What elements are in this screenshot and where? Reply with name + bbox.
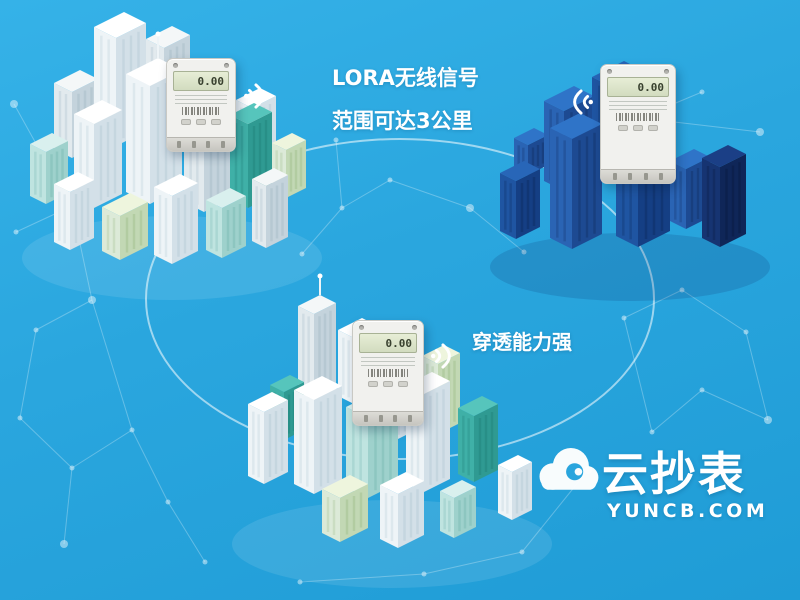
meter-screws <box>607 69 669 74</box>
meter-terminal-cover <box>167 137 235 151</box>
watermark-brand-text: 云抄表 <box>602 447 746 501</box>
meter-barcode <box>182 107 220 115</box>
watermark-domain-text: YUNCB.COM <box>607 500 769 522</box>
wireless-signal-icon <box>573 89 593 115</box>
wireless-signal-icon <box>431 343 451 369</box>
meter-terminal-cover <box>601 169 675 183</box>
meter-screws <box>173 63 229 68</box>
lora-range-label: LORA无线信号 范围可达3公里 <box>332 62 479 148</box>
meter-label-lines <box>361 357 415 366</box>
meter-label-lines <box>609 101 667 110</box>
penetration-label: 穿透能力强 <box>472 330 572 354</box>
meter-lcd: 0.00 <box>607 77 669 97</box>
lora-range-line1: LORA无线信号 <box>332 66 479 90</box>
meter-lcd: 0.00 <box>173 71 229 91</box>
meter-display: 0.00 <box>197 74 225 88</box>
lora-range-line2: 范围可达3公里 <box>332 109 473 133</box>
meter-lcd: 0.00 <box>359 333 417 353</box>
meter-display: 0.00 <box>637 80 665 94</box>
meter-barcode <box>616 113 660 121</box>
smart-meter-2: 0.00 <box>600 64 676 184</box>
coverage-range-circle <box>145 138 655 460</box>
wireless-signal-icon <box>244 83 264 109</box>
meter-display: 0.00 <box>385 336 413 350</box>
meter-terminal-cover <box>353 411 423 425</box>
smart-meter-3: 0.00 <box>352 320 424 426</box>
meter-label-lines <box>175 95 227 104</box>
meter-buttons <box>173 119 229 125</box>
meter-barcode <box>368 369 408 377</box>
cloud-logo-icon <box>539 448 599 490</box>
smart-meter-1: 0.00 <box>166 58 236 152</box>
meter-screws <box>359 325 417 330</box>
white-city-cluster <box>22 12 322 300</box>
meter-buttons <box>607 125 669 131</box>
meter-buttons <box>359 381 417 387</box>
